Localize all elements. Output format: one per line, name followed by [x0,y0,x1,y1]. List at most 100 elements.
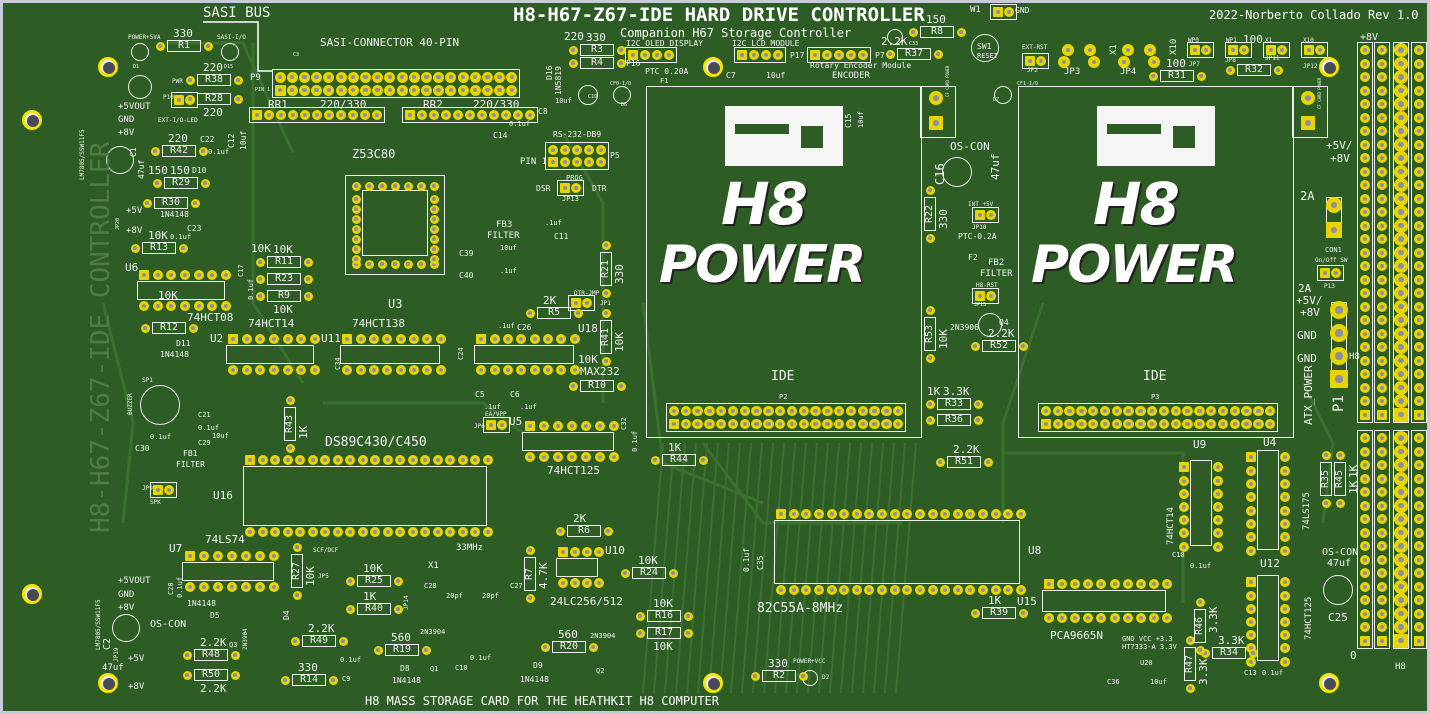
resistor-r7: R7 [524,557,536,591]
p2-ide-header-pin [774,405,786,417]
chip-u6-body [137,281,225,300]
h8-bus-col-a-pin [1360,247,1370,258]
h8-bus-col-a-pin [1360,355,1370,366]
h8-bus-col-a2-pin [1360,608,1370,619]
resistor-r38: R38 [197,74,231,86]
chip-pin [570,547,580,557]
resistor-r52-value: 2.2K [988,327,1015,340]
silk-label: DTR [592,184,607,193]
p5-rs232-header-pin [596,157,606,167]
silk-label: PWR [172,78,183,85]
chip-pin [1213,528,1223,539]
resistor-pad [1185,683,1195,693]
h8-bus-col-d2-pin [1414,568,1424,578]
h8-bus-col-d-pin [1414,247,1424,258]
h8-bus-col-c2-pin [1394,633,1408,648]
chip-pin [1280,617,1290,627]
resistor-pad [1196,71,1206,81]
chip-pin [524,421,535,431]
h8-bus-col-b-pin [1377,207,1387,217]
chip-pin [1003,585,1014,595]
silk-label: C30 [135,444,150,453]
chip-pin [342,334,353,344]
silk-label: 47uf [1327,558,1352,569]
resistor-pad [573,308,583,318]
silk-label: GND [1297,352,1317,365]
silk-label: +5V/ [1326,139,1353,152]
p3-ide-header-pin [1253,418,1264,430]
resistor-r27: R27 [291,554,303,588]
silk-label: D16 [545,65,554,80]
jumper-5 [1301,42,1328,58]
h8-bus-col-d-pin [1414,126,1424,136]
silk-label: PTC 0.20A [645,67,689,76]
chip-ref-u8: U8 [1028,544,1042,557]
silk-label: D6 [621,102,628,108]
h8-bus-col-a-pin [1360,85,1370,96]
board-subtitle: Companion H67 Storage Controller [620,26,852,40]
silk-label: C35 [756,555,765,570]
chip-pin [1246,656,1256,667]
h8-bus-col-d2-pin [1414,581,1424,592]
round-component [613,86,631,104]
h8-bus-col-d-pin [1414,261,1424,271]
silk-label: 10uf [500,244,517,252]
chip-pin [332,455,343,465]
silk-label: D11 [176,339,191,348]
h8-bus-col-d-pin [1414,355,1424,366]
resistor-r5-value: 2K [543,294,557,307]
p9-sasi-header-pin [433,71,445,83]
chip-pin [1161,613,1172,623]
rr2-resistor-network-pin [501,110,511,120]
h8-bus-col-d2-pin [1414,554,1424,565]
silk-label: C14 [493,131,508,140]
plcc-pin [429,214,439,224]
p2-ide-header-pin [798,418,810,430]
round-component [942,157,972,187]
resistor-r8-value: 150 [926,13,946,26]
chip-ref-u10: U10 [605,544,625,557]
h8-bus-col-d-pin [1414,85,1424,96]
h8-bus-col-d2-pin [1414,446,1424,457]
p17-lcd-header [734,47,786,63]
h8-bus-col-d-pin [1414,396,1424,406]
silk-label: 2N3904 [420,628,446,636]
silk-label: RESET [977,52,999,60]
resistor-pad [182,670,192,680]
resistor-r41-value: 10K [613,332,626,352]
silk-label: 220/330 [473,98,520,111]
p2-ide-header-pin [668,418,680,430]
rr1-resistor-network-pin [252,110,262,120]
chip-u16-body [243,466,487,526]
chip-u5-body [522,432,614,451]
chip-ref-u2: U2 [210,332,224,345]
resistor-r42: R42 [162,145,196,157]
chip-u11-body [340,345,440,364]
p2-ide-header-pin [822,405,833,417]
chip-pin [409,334,419,344]
p1-atx-power-pin [1330,301,1348,319]
resistor-r33: R33 [937,398,971,410]
silk-label: GND [118,115,135,125]
silk-label: I2C LCD MODULE [732,39,800,48]
resistor-r10: R10 [580,380,614,392]
chip-pin [503,365,513,375]
chip-pin [357,527,368,537]
chip-pin [851,585,862,595]
p9-sasi-header-pin [311,71,323,83]
h8-bus-col-c2-pin [1394,471,1408,486]
h8-bus-col-c-pin [1394,124,1408,138]
silk-label: OS-CON [950,140,990,153]
silk-label: 74LS175 [1302,492,1312,530]
resistor-pad [925,233,935,243]
p2-ide-header-pin [892,405,904,417]
chip-ref-u18: U18 [578,322,598,335]
resistor-pad [338,636,348,646]
chip-pin [1096,579,1107,589]
silk-label: FILTER [487,231,520,241]
chip-ref-u6: U6 [125,261,139,274]
rr2-resistor-network-pin [525,110,535,120]
chip-pin [270,455,281,465]
resistor-r36-value: 1K [927,385,941,398]
chip-pin [227,551,237,561]
